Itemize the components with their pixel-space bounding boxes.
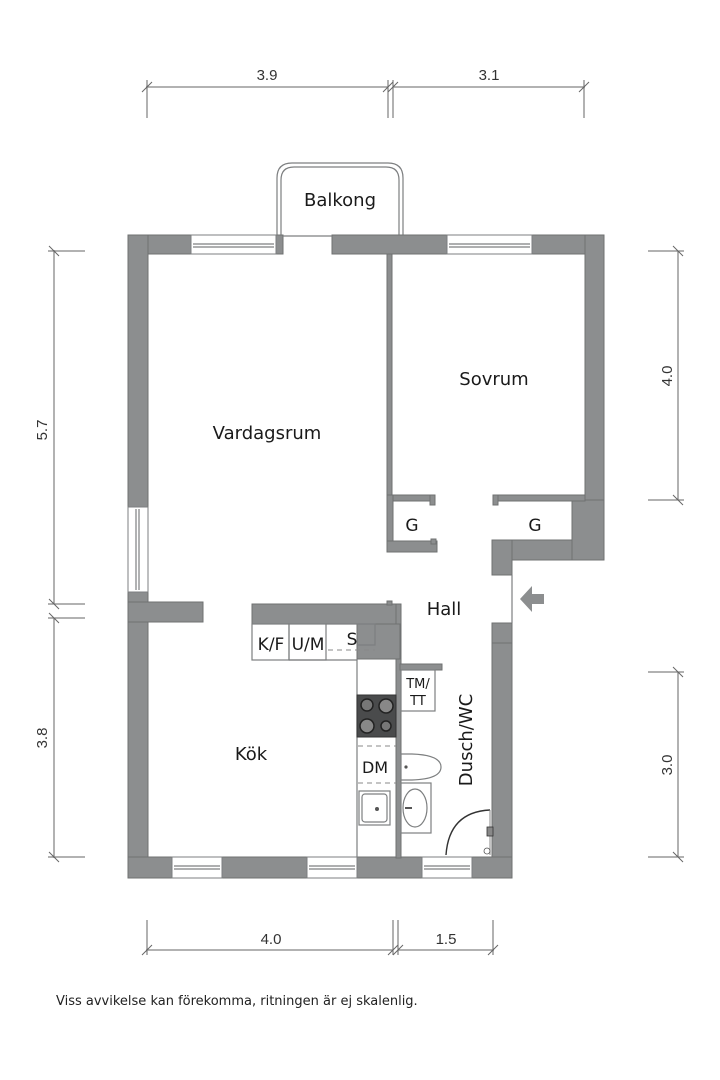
room-label-hall: Hall [427,599,462,620]
room-label-kitchen: Kök [235,744,268,765]
dimension-bottom-right: 1.5 [436,931,457,948]
dimension-left-lower: 3.8 [34,728,51,749]
disclaimer: Viss avvikelse kan förekomma, ritningen … [56,994,418,1009]
window-kitchen-1[interactable] [171,856,223,879]
entrance-arrow-icon [520,586,544,612]
washbasin-icon [400,782,432,834]
fixture-oven-microwave: U/M [292,635,325,655]
window-bathroom[interactable] [421,856,473,879]
washer-dryer [400,669,436,712]
dimension-top-right: 3.1 [479,67,500,84]
dimension-right-lower: 3.0 [659,755,676,776]
shower-icon [445,809,491,856]
toilet-icon [400,753,442,781]
room-label-bathroom: Dusch/WC [456,694,477,786]
dimension-left-upper: 5.7 [34,420,51,441]
room-label-living-room: Vardagsrum [213,423,322,444]
window-kitchen-2[interactable] [306,856,358,879]
kitchen-sink-icon [358,790,391,826]
dimension-bottom-left: 4.0 [261,931,282,948]
fixture-washer-dryer-line2: TT [409,694,426,709]
fixture-washer-dryer-line1: TM/ [405,677,430,692]
room-label-bedroom: Sovrum [459,369,528,390]
windows[interactable] [127,234,533,879]
dimension-right-upper: 4.0 [659,366,676,387]
fixture-wardrobe-left: G [405,516,418,536]
fixture-wardrobe-right: G [528,516,541,536]
room-label-balcony: Balkong [304,190,376,211]
fixture-fridge-freezer: K/F [258,635,285,655]
balcony-railing [276,162,404,236]
fixture-sink-cabinet: S [347,630,358,650]
fixture-dishwasher: DM [362,758,388,777]
kitchen-counters [251,623,397,857]
window-living-room-side[interactable] [127,506,149,593]
dimension-top-left: 3.9 [257,67,278,84]
dimension-lines [48,80,684,956]
walls [127,234,605,879]
bathroom-fixtures [400,669,494,856]
